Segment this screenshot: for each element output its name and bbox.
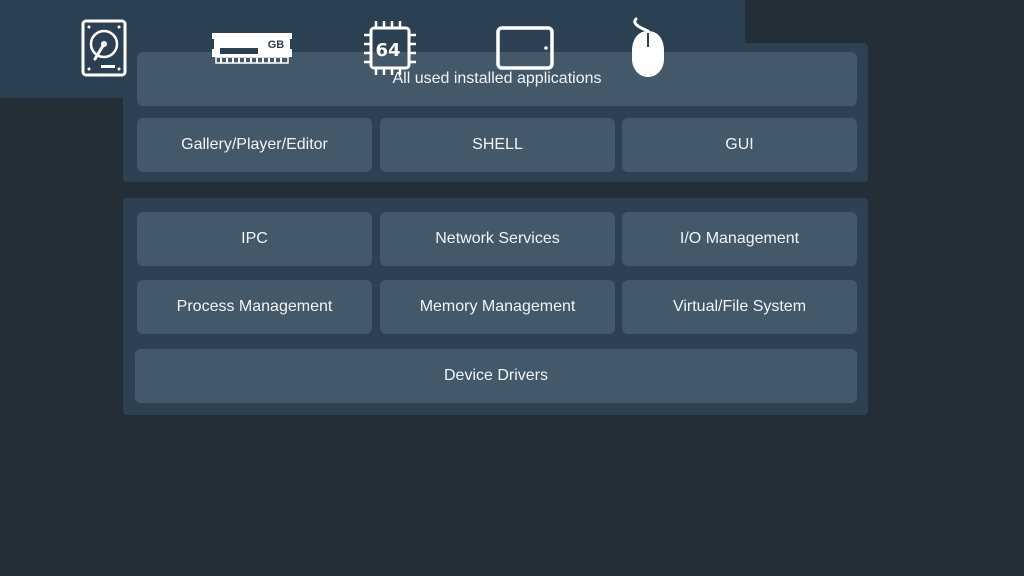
gui-box: GUI: [622, 118, 857, 172]
cpu-label: 64: [375, 40, 400, 61]
io-management-box: I/O Management: [622, 212, 857, 266]
ipc-label: IPC: [241, 230, 268, 247]
mouse-icon: [626, 17, 670, 78]
ram-module-icon: GB: [210, 18, 294, 78]
network-services-box: Network Services: [380, 212, 615, 266]
ipc-box: IPC: [137, 212, 372, 266]
io-management-label: I/O Management: [679, 230, 800, 247]
virtual-file-system-label: Virtual/File System: [672, 298, 807, 315]
device-drivers-box: Device Drivers: [135, 349, 857, 403]
memory-management-label: Memory Management: [419, 298, 576, 315]
memory-management-box: Memory Management: [380, 280, 615, 334]
all-applications-label: All used installed applications: [392, 70, 602, 87]
hard-drive-icon: [80, 18, 128, 78]
process-management-box: Process Management: [137, 280, 372, 334]
kernel-layer: IPC Network Services I/O Management Proc…: [123, 198, 868, 415]
device-drivers-label: Device Drivers: [443, 367, 548, 384]
shell-box: SHELL: [380, 118, 615, 172]
network-services-label: Network Services: [435, 230, 560, 247]
ram-label: GB: [268, 39, 285, 51]
gallery-player-editor-label: Gallery/Player/Editor: [181, 136, 328, 153]
gallery-player-editor-box: Gallery/Player/Editor: [137, 118, 372, 172]
virtual-file-system-box: Virtual/File System: [622, 280, 857, 334]
gui-label: GUI: [725, 136, 754, 153]
tablet-icon: [496, 18, 554, 78]
process-management-label: Process Management: [176, 298, 333, 315]
applications-layer: All used installed applications Gallery/…: [123, 43, 868, 182]
shell-label: SHELL: [472, 136, 523, 153]
cpu-chip-icon: 64: [362, 18, 418, 78]
